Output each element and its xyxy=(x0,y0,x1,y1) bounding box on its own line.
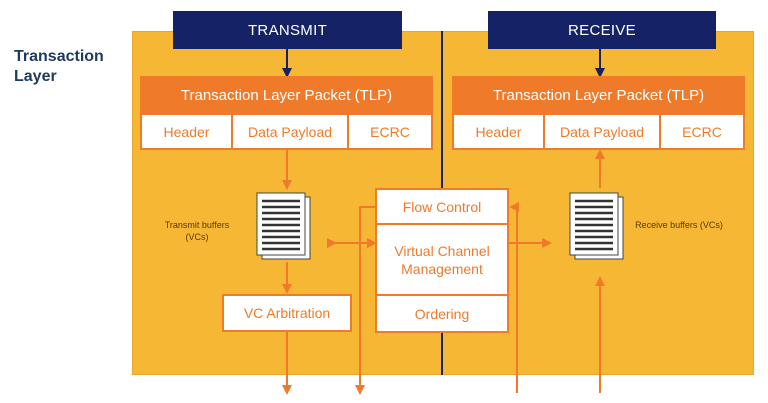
vc-management-box: Virtual Channel Management xyxy=(375,223,509,296)
transmit-buffers-icon xyxy=(256,192,311,260)
receive-field-header: Header xyxy=(454,115,545,148)
transmit-tlp-bar: Transaction Layer Packet (TLP) xyxy=(140,76,433,115)
layer-label: Transaction Layer xyxy=(14,48,104,85)
receive-tlp-bar: Transaction Layer Packet (TLP) xyxy=(452,76,745,115)
transmit-tlp-fields: Header Data Payload ECRC xyxy=(140,113,433,150)
transmit-field-data-payload: Data Payload xyxy=(233,115,349,148)
receive-field-data-payload: Data Payload xyxy=(545,115,661,148)
receive-buffers-icon xyxy=(569,192,624,260)
ordering-box: Ordering xyxy=(375,294,509,333)
transmit-header: TRANSMIT xyxy=(173,11,402,49)
arrow-flow-control-in xyxy=(509,202,519,393)
vc-arbitration-box: VC Arbitration xyxy=(222,294,352,332)
arrow-flow-control-out xyxy=(355,206,375,395)
flow-control-box: Flow Control xyxy=(375,188,509,225)
receive-field-ecrc: ECRC xyxy=(682,123,722,140)
receive-tlp-fields: Header Data Payload ECRC xyxy=(452,113,745,150)
receive-buffers-label: Receive buffers (VCs) xyxy=(635,220,723,230)
transmit-buffers-label: Transmit buffers (VCs) xyxy=(164,220,230,242)
transmit-field-ecrc: ECRC xyxy=(370,123,410,140)
receive-header: RECEIVE xyxy=(488,11,716,49)
transmit-field-header: Header xyxy=(142,115,233,148)
